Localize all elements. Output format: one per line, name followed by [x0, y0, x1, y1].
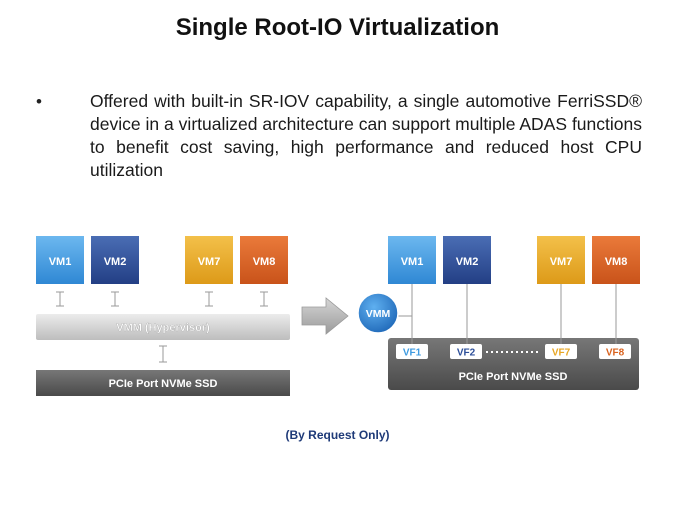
- right-vm1-box: [388, 236, 436, 284]
- right-vf2-box: [450, 344, 482, 359]
- right-vm7-label: VM7: [550, 256, 573, 268]
- right-vm2-label: VM2: [456, 256, 479, 268]
- right-vm1-label: VM1: [401, 256, 424, 268]
- right-vm8-box: [592, 236, 640, 284]
- right-vf7-box: [545, 344, 577, 359]
- bullet-marker: •: [36, 92, 42, 111]
- left-vm-connectors: [56, 291, 268, 307]
- left-vm1-box: [36, 236, 84, 284]
- right-vf8-label: VF8: [606, 348, 625, 359]
- left-vm2-label: VM2: [104, 256, 127, 268]
- transition-arrow: [301, 297, 349, 335]
- left-vm2-box: [91, 236, 139, 284]
- right-vmm-circle: [357, 292, 399, 334]
- right-vf8-box: [599, 344, 631, 359]
- right-diagram: VM1 VM2 VM7 VM8 VMM VF1 VF2 VF7 VF8 PCIe…: [357, 236, 640, 390]
- right-port-label: PCIe Port NVMe SSD: [459, 371, 568, 383]
- left-vm1-label: VM1: [49, 256, 72, 268]
- left-hypervisor-bar: [36, 314, 290, 340]
- page-title: Single Root-IO Virtualization: [175, 14, 500, 41]
- right-vm7-box: [537, 236, 585, 284]
- left-diagram: VM1 VM2 VM7 VM8 VMM (Hypervisor) PCIe Po…: [36, 236, 290, 396]
- right-vf1-box: [396, 344, 428, 359]
- left-vm8-label: VM8: [253, 256, 276, 268]
- left-hypervisor-label: VMM (Hypervisor): [116, 322, 210, 334]
- right-vm2-box: [443, 236, 491, 284]
- right-vm8-label: VM8: [605, 256, 628, 268]
- by-request-note: (By Request Only): [285, 428, 390, 442]
- left-vm7-label: VM7: [198, 256, 221, 268]
- right-vf2-label: VF2: [457, 348, 476, 359]
- right-vf7-label: VF7: [552, 348, 571, 359]
- left-vm8-box: [240, 236, 288, 284]
- left-port-label: PCIe Port NVMe SSD: [109, 378, 218, 390]
- right-vm-vf-lines: [411, 284, 617, 344]
- right-vf1-label: VF1: [403, 348, 422, 359]
- left-port-bar: [36, 370, 290, 396]
- right-vmm-label: VMM: [366, 308, 391, 320]
- left-vm7-box: [185, 236, 233, 284]
- left-hypervisor-connector: [159, 345, 167, 363]
- bullet-text: Offered with built-in SR-IOV capability,…: [90, 91, 642, 180]
